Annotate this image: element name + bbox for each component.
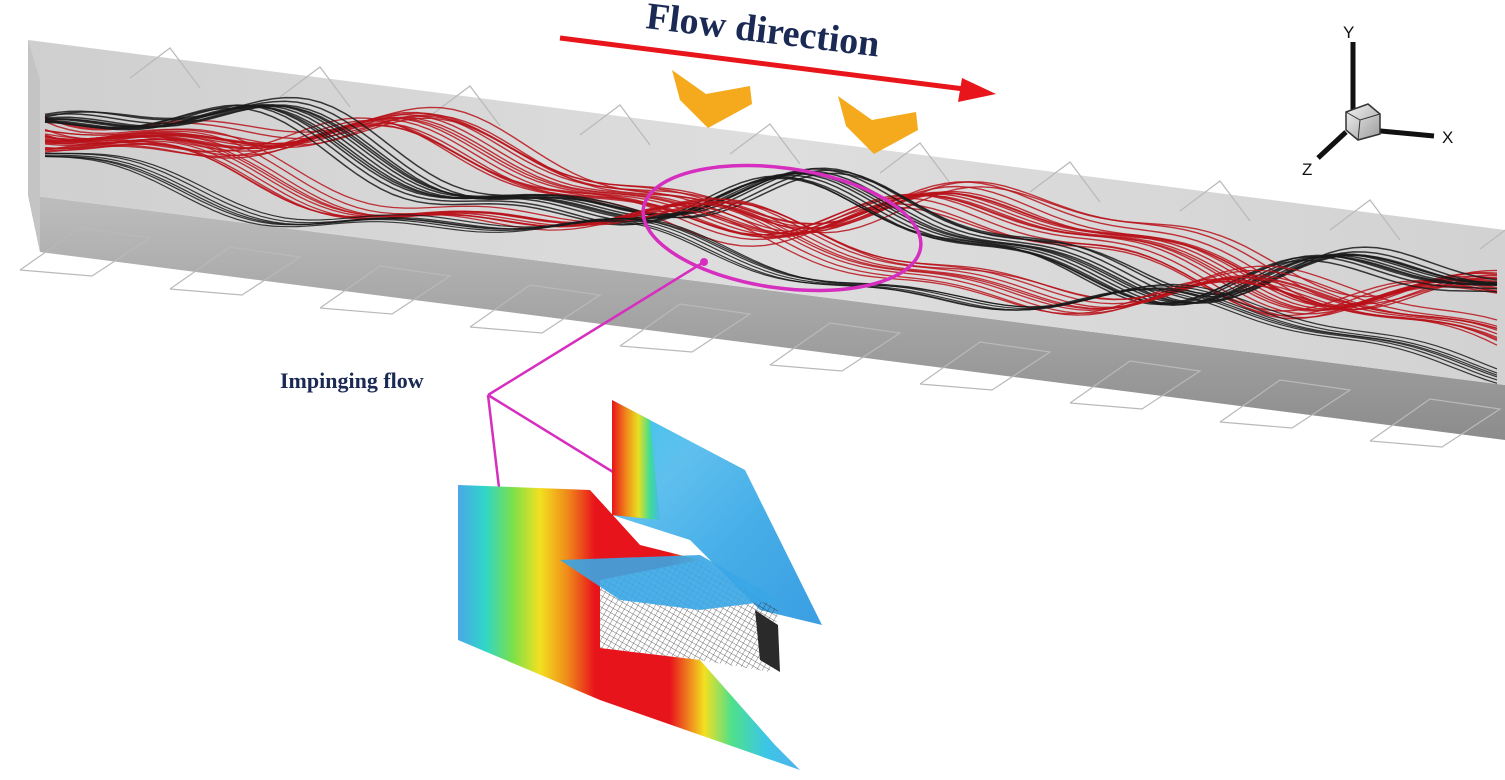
vortex-generator-outline bbox=[279, 66, 351, 108]
streamline bbox=[44, 122, 1498, 315]
streamline bbox=[44, 152, 1498, 374]
vortex-generator-outline bbox=[579, 104, 651, 146]
channel-bottom-face bbox=[28, 195, 1505, 440]
vortex-generator-outline bbox=[919, 341, 1052, 391]
streamline bbox=[44, 155, 1498, 384]
streamline bbox=[44, 138, 1498, 335]
vortex-generator-outline bbox=[19, 227, 152, 277]
vortex-generator-outline bbox=[1329, 199, 1401, 241]
vortex-generator-outline bbox=[729, 123, 801, 165]
axis-y-label: Y bbox=[1343, 23, 1354, 42]
contour-plate-back bbox=[612, 400, 822, 625]
vortex-generator-outline bbox=[129, 47, 201, 89]
vortex-generator-outlines bbox=[19, 47, 1505, 448]
vortex-generator-outline bbox=[469, 284, 602, 334]
streamline bbox=[44, 155, 1498, 381]
flow-direction-label: Flow direction bbox=[644, 0, 882, 66]
leader-line bbox=[487, 260, 705, 397]
vortex-generator-outline bbox=[1479, 229, 1505, 250]
vortex-generator-outline bbox=[1069, 360, 1202, 410]
streamline bbox=[44, 140, 1498, 339]
vortex-generator-outline bbox=[169, 246, 302, 296]
mesh-edge bbox=[755, 610, 780, 672]
streamline bbox=[44, 138, 1498, 331]
contour-plate-middle bbox=[560, 555, 780, 610]
streamline bbox=[44, 114, 1498, 305]
vortex-generator-outline bbox=[1369, 398, 1502, 448]
flow-arrow-head-icon bbox=[958, 78, 996, 102]
streamline bbox=[44, 133, 1498, 329]
contour-plate-back-hotspot bbox=[612, 400, 660, 520]
streamline bbox=[44, 107, 1498, 306]
chevron-icon bbox=[838, 96, 918, 154]
highlight-ellipse bbox=[641, 163, 923, 293]
flow-direction-indicator: Flow direction bbox=[559, 0, 996, 102]
vortex-generator-outline bbox=[429, 85, 501, 127]
streamline bbox=[44, 100, 1498, 298]
vortex-generator-outline bbox=[619, 303, 752, 353]
channel-end-face bbox=[28, 40, 40, 252]
axis-z-label: Z bbox=[1302, 160, 1312, 179]
chevron-icon bbox=[672, 70, 752, 128]
vortex-generator-outline bbox=[769, 322, 902, 372]
streamline bbox=[44, 104, 1498, 304]
leader-line bbox=[487, 393, 627, 482]
impinging-flow-label: Impinging flow bbox=[280, 368, 424, 393]
vortex-generator-outline bbox=[1029, 161, 1101, 203]
vortex-generator-outline bbox=[319, 265, 452, 315]
axis-triad-icon: Y X Z bbox=[1302, 23, 1453, 179]
vortex-generator-outline bbox=[1219, 379, 1352, 429]
chevron-markers bbox=[672, 70, 918, 154]
streamline bbox=[44, 118, 1498, 312]
contour-closeup bbox=[458, 400, 822, 770]
axis-x-label: X bbox=[1442, 128, 1453, 147]
vortex-generator-outline bbox=[1179, 180, 1251, 222]
vortex-generator-outline bbox=[879, 142, 951, 184]
streamline bbox=[44, 117, 1498, 312]
streamlines bbox=[44, 96, 1498, 384]
contour-plate-front bbox=[458, 485, 800, 770]
flow-arrow-icon bbox=[559, 35, 973, 93]
streamline bbox=[44, 119, 1498, 317]
streamline bbox=[44, 152, 1498, 370]
impinging-highlight: Impinging flow bbox=[280, 163, 923, 602]
streamline bbox=[44, 141, 1498, 346]
